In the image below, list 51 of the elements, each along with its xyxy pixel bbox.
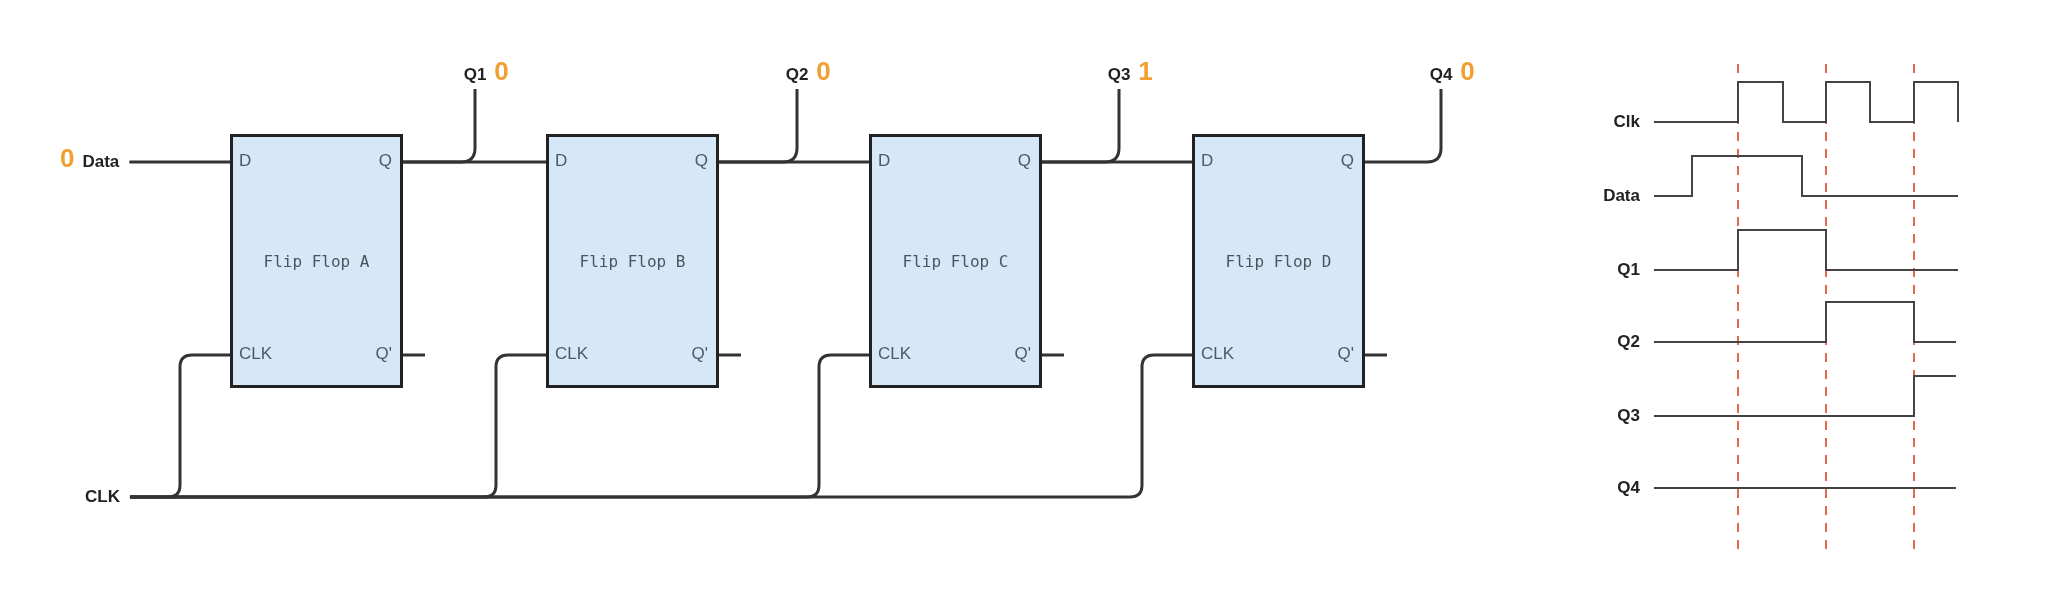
- logic-value: 0: [494, 58, 509, 84]
- pin-label: D: [239, 151, 252, 171]
- wire: [1042, 89, 1121, 164]
- pin-label: CLK: [878, 344, 912, 364]
- wire: [403, 353, 425, 357]
- flip-flop-box: [869, 134, 1042, 388]
- wire: [719, 353, 741, 357]
- signal-label: Q4: [1429, 65, 1453, 85]
- signal-label: Clk: [1613, 112, 1640, 132]
- signal-label: Q2: [1617, 332, 1640, 352]
- flip-flop-box: [1192, 134, 1365, 388]
- pin-label: Q: [1017, 151, 1031, 171]
- pin-label: CLK: [555, 344, 589, 364]
- pin-label: CLK: [1201, 344, 1235, 364]
- device-label: Flip Flop D: [1224, 251, 1333, 271]
- wire: [129, 353, 1192, 499]
- pin-label: Q': [1014, 344, 1031, 364]
- device-label: Flip Flop C: [901, 251, 1010, 271]
- signal-label: Q4: [1617, 478, 1640, 498]
- logic-value: 0: [60, 145, 75, 171]
- wire: [129, 160, 230, 164]
- wire: [719, 89, 799, 164]
- input-label: CLK: [85, 487, 120, 507]
- device-label: Flip Flop A: [262, 251, 371, 271]
- signal-label: Data: [1603, 186, 1640, 206]
- pin-label: D: [1201, 151, 1214, 171]
- pin-label: Q: [1340, 151, 1354, 171]
- pin-label: D: [878, 151, 891, 171]
- logic-value: 0: [816, 58, 831, 84]
- pin-label: Q: [378, 151, 392, 171]
- pin-label: D: [555, 151, 568, 171]
- wire: [1042, 353, 1064, 357]
- pin-label: Q': [1337, 344, 1354, 364]
- pin-label: Q': [375, 344, 392, 364]
- logic-value: 0: [1460, 58, 1475, 84]
- wire: [403, 89, 477, 164]
- pin-label: Q: [694, 151, 708, 171]
- input-label: Data: [82, 152, 120, 172]
- wire: [1365, 89, 1443, 164]
- signal-label: Q2: [785, 65, 809, 85]
- signal-label: Q3: [1107, 65, 1131, 85]
- wire: [1365, 353, 1387, 357]
- signal-label: Q3: [1617, 406, 1640, 426]
- signal-label: Q1: [1617, 260, 1640, 280]
- pin-label: CLK: [239, 344, 273, 364]
- device-label: Flip Flop B: [578, 251, 687, 271]
- logic-value: 1: [1138, 58, 1153, 84]
- flip-flop-box: [546, 134, 719, 388]
- flip-flop-box: [230, 134, 403, 388]
- pin-label: Q': [691, 344, 708, 364]
- signal-label: Q1: [463, 65, 487, 85]
